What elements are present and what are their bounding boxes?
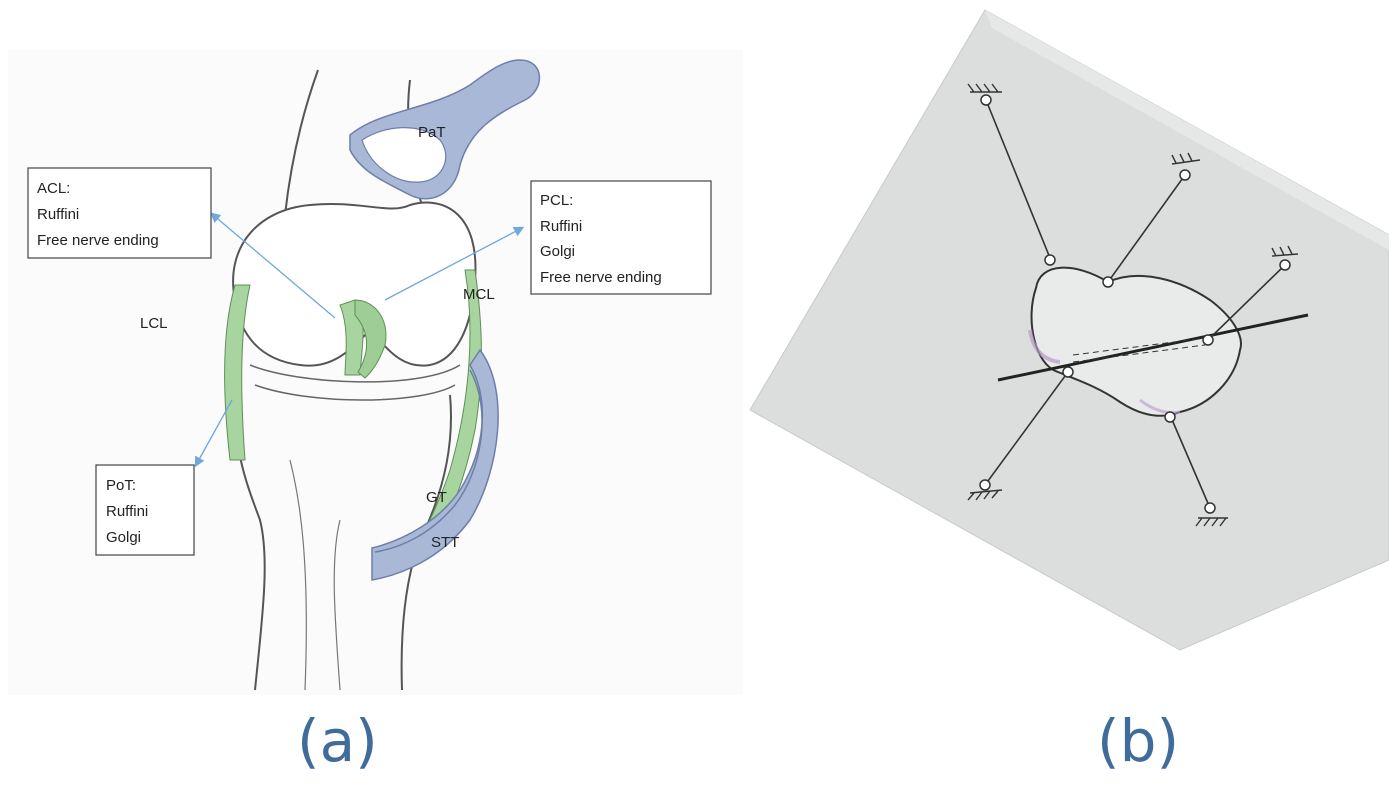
label-pat: PaT: [418, 124, 446, 141]
pcl-box-line: Golgi: [540, 243, 575, 260]
acl-box-line: Ruffini: [37, 206, 79, 223]
label-gt: GT: [426, 489, 447, 506]
label-lcl: LCL: [140, 315, 168, 332]
pot-box-line: Ruffini: [106, 503, 148, 520]
knee-illustration: PaT LCL MCL GT STT ACL: Ruffini Free ner…: [0, 0, 760, 700]
pot-box-line: PoT:: [106, 477, 136, 494]
pcl-box: PCL: Ruffini Golgi Free nerve ending: [531, 181, 711, 294]
panel-a-knee-diagram: PaT LCL MCL GT STT ACL: Ruffini Free ner…: [0, 0, 760, 700]
pot-box: PoT: Ruffini Golgi: [96, 465, 194, 555]
label-mcl: MCL: [463, 286, 495, 303]
label-stt: STT: [431, 534, 459, 551]
caption-b: (b): [1097, 712, 1179, 770]
panel-b-linkage-photo: [740, 0, 1389, 700]
pcl-box-line: Free nerve ending: [540, 269, 662, 286]
pcl-box-line: Ruffini: [540, 218, 582, 235]
linkage-sketch: [740, 0, 1389, 700]
acl-box-line: ACL:: [37, 180, 70, 197]
pcl-box-line: PCL:: [540, 192, 573, 209]
acl-box: ACL: Ruffini Free nerve ending: [28, 168, 211, 258]
caption-a: (a): [297, 712, 378, 770]
pot-box-line: Golgi: [106, 529, 141, 546]
acl-box-line: Free nerve ending: [37, 232, 159, 249]
